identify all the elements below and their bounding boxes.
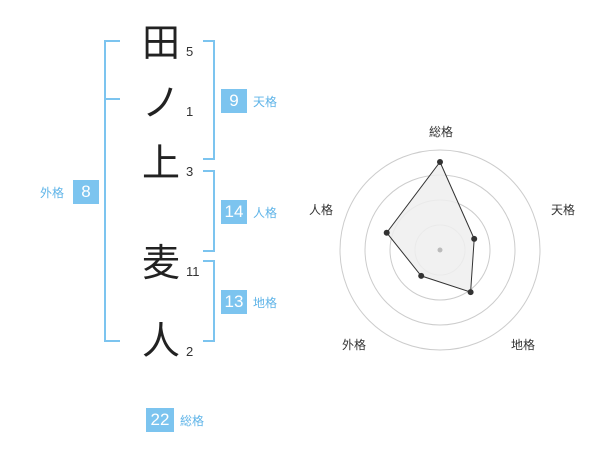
- tenkaku-bracket: [203, 40, 215, 160]
- radar-center: [437, 247, 443, 253]
- soukaku-value: 22: [146, 408, 174, 432]
- chikaku-bracket: [203, 260, 215, 342]
- radar-point-3: [467, 289, 474, 296]
- tenkaku-value: 9: [221, 89, 247, 113]
- stroke-count-5: 2: [186, 344, 194, 359]
- radar-point-2: [471, 235, 478, 242]
- name-char-5: 人: [141, 319, 180, 363]
- gaikaku-tick: [104, 98, 120, 100]
- radar-point-1: [437, 159, 443, 165]
- name-char-2: ノ: [141, 81, 180, 125]
- gaikaku-bracket: [104, 40, 120, 342]
- chikaku-label: 地格: [253, 296, 278, 310]
- radar-series-area: [386, 161, 475, 293]
- stroke-count-1: 5: [186, 44, 194, 59]
- jinkaku-bracket: [203, 170, 215, 252]
- radar-grid-ring: [339, 149, 541, 351]
- radar-label-gaikaku: 外格: [342, 338, 367, 352]
- radar-label-chikaku: 地格: [511, 338, 536, 352]
- radar-label-soukaku: 総格: [429, 125, 454, 139]
- gaikaku-label: 外格: [40, 186, 65, 200]
- radar-point-4: [418, 272, 425, 279]
- chikaku-value: 13: [221, 290, 247, 314]
- stroke-count-3: 3: [186, 164, 194, 179]
- radar-label-tenkaku: 天格: [551, 203, 576, 217]
- stroke-count-2: 1: [186, 104, 194, 119]
- jinkaku-label: 人格: [253, 206, 278, 220]
- stroke-count-4: 11: [186, 264, 200, 279]
- gaikaku-value: 8: [73, 180, 99, 204]
- name-char-3: 上: [141, 141, 180, 185]
- name-char-1: 田: [141, 21, 180, 65]
- radar-label-jinkaku: 人格: [309, 203, 334, 217]
- radar-point-5: [383, 229, 390, 236]
- jinkaku-value: 14: [221, 200, 247, 224]
- tenkaku-label: 天格: [253, 95, 278, 109]
- soukaku-label: 総格: [180, 414, 205, 428]
- name-char-4: 麦: [141, 241, 180, 285]
